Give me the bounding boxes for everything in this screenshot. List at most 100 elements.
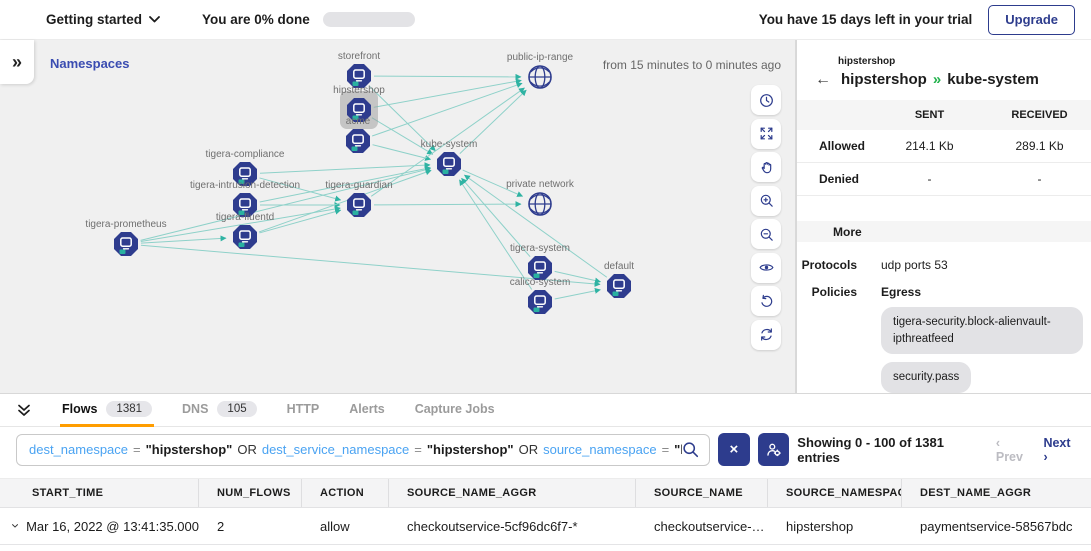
tab-http[interactable]: HTTP <box>286 402 320 416</box>
query-keyword: OR <box>237 442 257 457</box>
stats-col-header: SENT <box>914 109 945 121</box>
expand-icon <box>760 127 772 140</box>
graph-edge-kube-system-to-public-ip-range <box>459 89 527 154</box>
svg-text:hipstershop: hipstershop <box>333 85 385 96</box>
getting-started-label: Getting started <box>46 12 143 27</box>
eye-icon <box>759 264 773 271</box>
policy-pill[interactable]: tigera-security.block-alienvault-ipthrea… <box>881 307 1083 355</box>
graph-edge-storefront-to-public-ip-range <box>373 73 522 80</box>
tab-capture-jobs[interactable]: Capture Jobs <box>414 402 495 416</box>
column-header-source_namespace[interactable]: SOURCE_NAMESPACE <box>768 479 902 507</box>
graph-node-tigera-guardian[interactable]: tigera-guardian <box>325 180 393 217</box>
progress-bar <box>322 12 415 27</box>
graph-node-tigera-prometheus[interactable]: tigera-prometheus <box>85 219 167 256</box>
column-header-action[interactable]: ACTION <box>302 479 389 507</box>
graph-node-public-ip-range[interactable]: public-ip-range <box>507 52 574 89</box>
progress-label: You are 0% done <box>202 12 310 27</box>
more-section-header[interactable]: More <box>797 221 1091 242</box>
zoom-in-icon <box>760 194 773 207</box>
collapse-panel-icon[interactable] <box>14 403 34 417</box>
graph-edge-tigera-system-to-default <box>554 270 601 284</box>
tab-count-badge: 1381 <box>106 401 153 417</box>
expand-sidebar-button[interactable]: » <box>0 40 34 84</box>
column-header-source_name_aggr[interactable]: SOURCE_NAME_AGGR <box>389 479 636 507</box>
cell-action: allow <box>320 518 350 534</box>
policies-row: Policies Egress <box>797 285 1091 299</box>
column-header-start_time[interactable]: START_TIME <box>0 479 199 507</box>
graph-edge-default-to-kube-system <box>464 174 608 278</box>
row-expand-chevron-icon[interactable] <box>12 522 18 530</box>
refresh-button[interactable] <box>751 319 781 350</box>
graph-node-storefront[interactable]: storefront <box>338 51 380 88</box>
graph-node-private-network[interactable]: private network <box>506 179 575 216</box>
query-operator: = <box>661 442 670 457</box>
zoom-out-button[interactable] <box>751 219 781 249</box>
prev-page-button[interactable]: ‹ Prev <box>995 435 1023 464</box>
undo-icon <box>760 294 772 307</box>
graph-node-default[interactable]: default <box>604 261 634 298</box>
back-arrow-icon[interactable]: ← <box>815 70 831 88</box>
graph-toolbar <box>751 85 781 350</box>
graph-node-kube-system[interactable]: kube-system <box>421 139 478 176</box>
tab-alerts[interactable]: Alerts <box>349 402 385 416</box>
panel-title: hipstershop » kube-system <box>841 71 1039 88</box>
panel-context-label: hipstershop <box>838 56 896 67</box>
graph-edge-tigera-prometheus-to-tigera-guardian <box>140 206 341 243</box>
graph-node-calico-system[interactable]: calico-system <box>510 277 571 314</box>
graph-edge-tigera-guardian-to-public-ip-range <box>370 87 525 197</box>
panel-title-to: kube-system <box>947 71 1039 88</box>
trial-days-left-text: You have 15 days left in your trial <box>758 12 973 27</box>
policy-pill[interactable]: security.pass <box>881 362 972 393</box>
graph-node-tigera-intrusion-detection[interactable]: tigera-intrusion-detection <box>190 180 300 217</box>
query-field: source_namespace <box>543 442 657 457</box>
graph-node-tigera-compliance[interactable]: tigera-compliance <box>206 149 285 186</box>
service-graph-canvas[interactable]: storefront public-ip-range hipstershop acme… <box>0 40 795 393</box>
stats-row-denied: Denied-- <box>797 163 1091 196</box>
time-range-label: from 15 minutes to 0 minutes ago <box>602 58 781 72</box>
graph-edge-tigera-fluentd-to-tigera-guardian <box>259 208 342 234</box>
expand-button[interactable] <box>751 118 781 149</box>
column-header-dest_name_aggr[interactable]: DEST_NAME_AGGR <box>920 487 1032 499</box>
graph-edge-tigera-system-to-kube-system <box>461 177 531 258</box>
zoom-in-button[interactable] <box>751 185 781 216</box>
upgrade-button[interactable]: Upgrade <box>988 4 1075 35</box>
pan-hand-button[interactable] <box>751 152 781 182</box>
graph-edge-tigera-guardian-to-private-network <box>373 201 522 208</box>
user-settings-button[interactable] <box>757 433 790 466</box>
graph-node-acme[interactable]: acme <box>346 116 371 153</box>
graph-node-tigera-system[interactable]: tigera-system <box>510 243 570 280</box>
clock-button[interactable] <box>751 85 781 115</box>
graph-edge-calico-system-to-kube-system <box>459 179 533 290</box>
graph-edge-acme-to-public-ip-range <box>371 82 523 137</box>
undo-button[interactable] <box>751 286 781 316</box>
query-value: "hipstershop" <box>426 442 514 457</box>
showing-entries-text: Showing 0 - 100 of 1381 entries <box>797 434 944 465</box>
svg-text:acme: acme <box>346 116 371 127</box>
policy-pill-list: tigera-security.block-alienvault-ipthrea… <box>881 307 1083 393</box>
refresh-icon <box>760 328 772 341</box>
pan-hand-icon <box>761 161 771 173</box>
eye-button[interactable] <box>751 252 781 283</box>
svg-text:storefront: storefront <box>338 51 380 62</box>
clear-search-button[interactable]: × <box>718 433 750 466</box>
next-page-button[interactable]: Next › <box>1043 435 1071 464</box>
getting-started-menu[interactable]: Getting started <box>46 12 160 27</box>
query-value: "hipstershop" <box>145 442 233 457</box>
zoom-out-icon <box>760 228 773 241</box>
column-header-num_flows[interactable]: NUM_FLOWS <box>199 479 302 507</box>
column-header-source_name[interactable]: SOURCE_NAME <box>636 479 768 507</box>
graph-node-hipstershop[interactable]: hipstershop <box>333 85 385 129</box>
tab-count-badge: 105 <box>217 401 257 417</box>
graph-edge-hipstershop-to-public-ip-range <box>373 78 522 108</box>
svg-text:tigera-guardian: tigera-guardian <box>325 180 392 191</box>
protocols-row: Protocols udp ports 53 <box>797 258 1091 272</box>
graph-node-tigera-fluentd[interactable]: tigera-fluentd <box>216 212 274 249</box>
